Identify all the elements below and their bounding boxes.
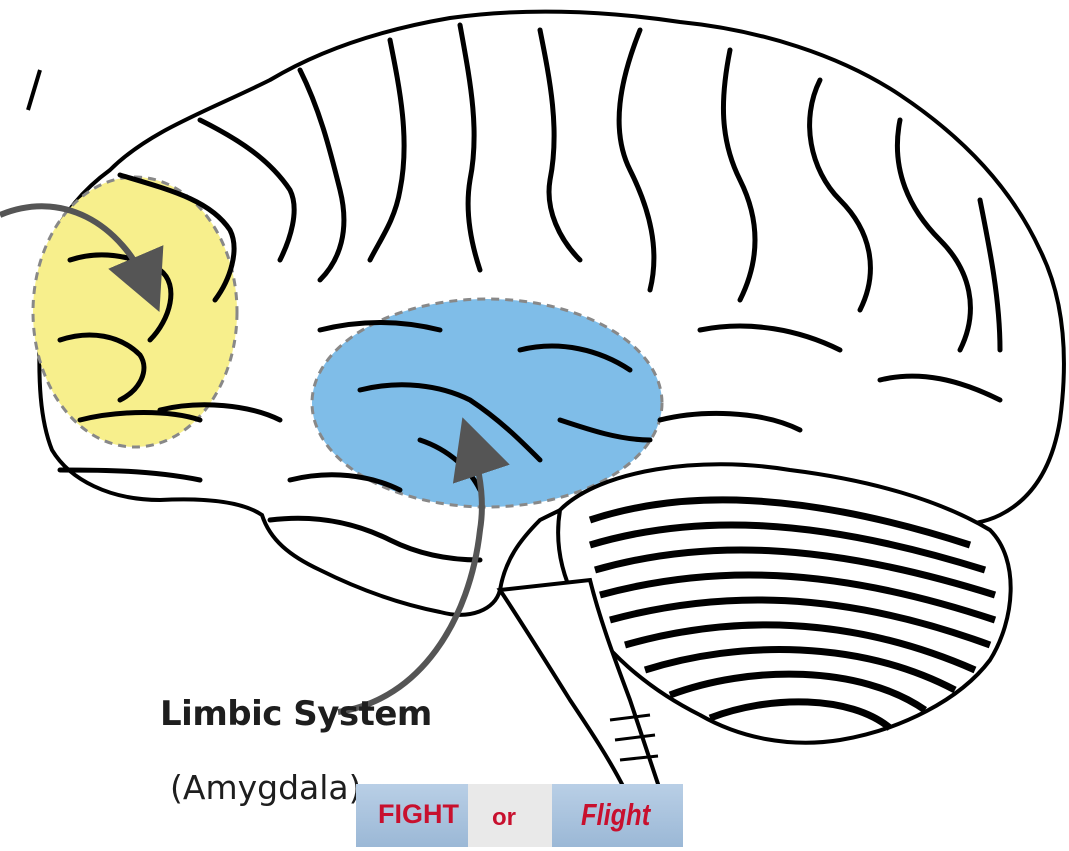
edge-mark: [28, 70, 40, 110]
flight-text: Flight: [581, 797, 650, 833]
or-text: or: [492, 804, 516, 832]
amygdala-label: (Amygdala): [170, 768, 362, 807]
fight-text: FIGHT: [378, 799, 459, 830]
limbic-system-label: Limbic System: [160, 694, 432, 734]
fight-or-flight-image: FIGHT or Flight: [356, 784, 683, 847]
